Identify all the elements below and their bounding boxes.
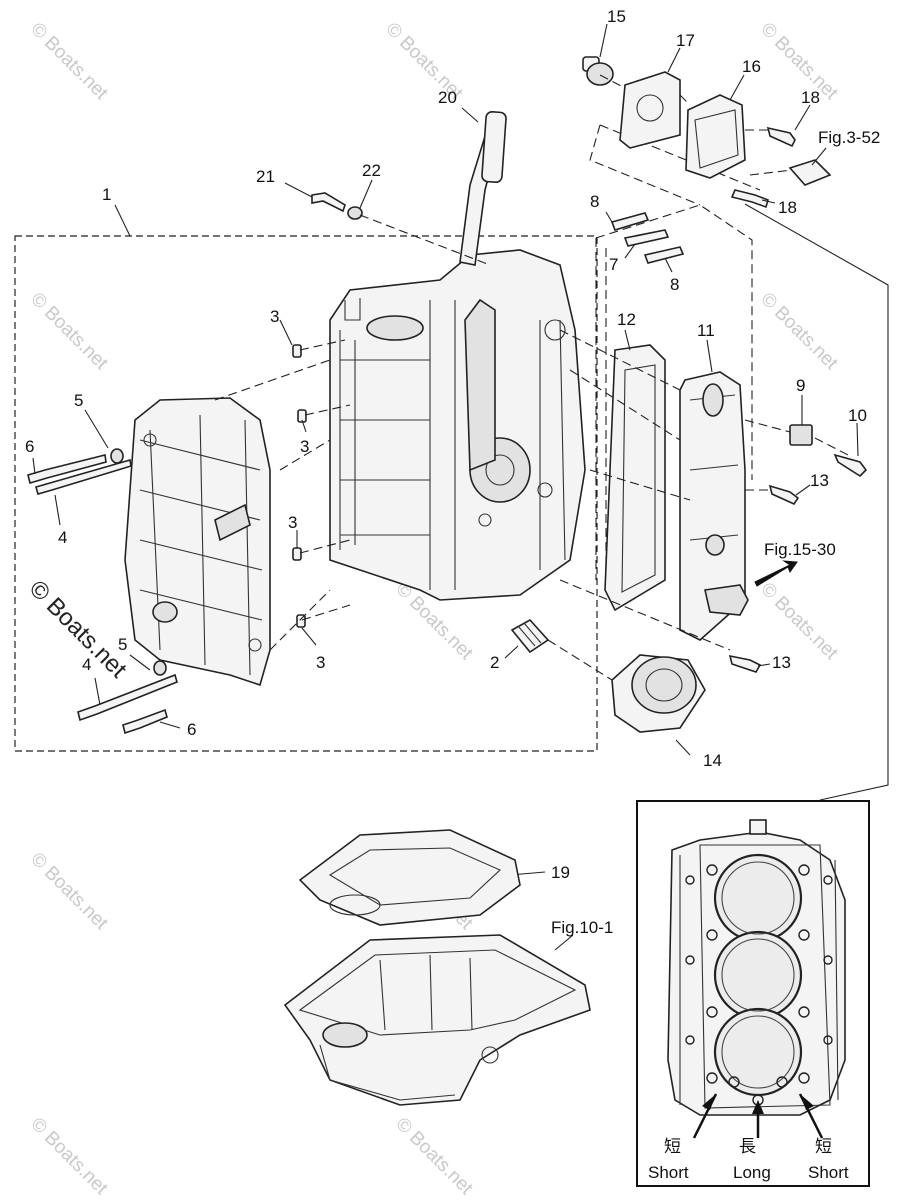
exhaust-cover-11: [679, 371, 749, 641]
callout-8: 8: [670, 275, 679, 294]
callout-labels: 1 2 3 3 3 3 4 4 5 5 6 6 7 8 8 9 10 11 12…: [25, 7, 867, 882]
callout-4: 4: [58, 528, 67, 547]
crankcase: [124, 397, 271, 687]
crankcase-assembly-box: [14, 235, 598, 752]
watermark-large: © Boats.net: [24, 575, 132, 683]
callout-6: 6: [25, 437, 34, 456]
inset-label-short: Short: [648, 1163, 689, 1182]
dowel-pin: [297, 409, 307, 423]
oil-pan-gasket-19: [298, 829, 521, 926]
watermark: © Boats.net: [756, 289, 842, 375]
watermark: © Boats.net: [26, 289, 112, 375]
pin-8: [610, 212, 650, 231]
watermark: © Boats.net: [26, 1114, 112, 1200]
pin-8: [643, 246, 685, 264]
callout-3: 3: [316, 653, 325, 672]
leader-lines: [32, 23, 859, 951]
callout-1: 1: [102, 185, 111, 204]
callout-12: 12: [617, 310, 636, 329]
figure-ref-15-30: Fig.15-30: [764, 540, 836, 559]
figure-ref-10-1: Fig.10-1: [551, 918, 613, 937]
watermark: © Boats.net: [756, 579, 842, 665]
figure-ref-3-52: Fig.3-52: [818, 128, 880, 147]
alignment-lines: [214, 74, 849, 681]
callout-8: 8: [590, 192, 599, 211]
watermark: © Boats.net: [26, 849, 112, 935]
watermark: © Boats.net: [26, 19, 112, 105]
callout-11: 11: [697, 321, 715, 340]
exhaust-guide-fig-10-1: [283, 934, 591, 1106]
inset-label-short-cjk: 短: [815, 1137, 832, 1157]
pin-7: [623, 229, 670, 247]
inset-label-short: Short: [808, 1163, 849, 1182]
sensor-fig-3-52: [788, 159, 832, 186]
gasket-bolt-inset: [636, 800, 870, 1187]
gasket-17: [619, 71, 681, 149]
thermostat-cover-16: [685, 94, 746, 179]
callout-7: 7: [609, 255, 618, 274]
callout-18: 18: [801, 88, 820, 107]
callout-17: 17: [676, 31, 695, 50]
direction-arrow: [754, 560, 798, 587]
inset-reference-line: [744, 203, 889, 801]
callout-18: 18: [778, 198, 797, 217]
watermark: © Boats.net: [391, 1114, 477, 1200]
inset-label-long: Long: [733, 1163, 771, 1182]
oil-filter-14: [611, 654, 706, 733]
dowel-pin: [292, 344, 302, 358]
callout-19: 19: [551, 863, 570, 882]
callout-2: 2: [490, 653, 499, 672]
gasket-12: [604, 344, 666, 612]
callout-5: 5: [118, 635, 127, 654]
callout-3: 3: [288, 513, 297, 532]
callout-22: 22: [362, 161, 381, 180]
dowel-pin: [296, 614, 306, 628]
callout-3: 3: [300, 437, 309, 456]
gasket-frame-lines: [595, 204, 753, 590]
cylinder-block: [329, 249, 586, 601]
callout-16: 16: [742, 57, 761, 76]
watermark: © Boats.net: [756, 19, 842, 105]
callout-9: 9: [796, 376, 805, 395]
callout-15: 15: [607, 7, 626, 26]
bolts: [27, 126, 868, 735]
callout-5: 5: [74, 391, 83, 410]
callout-14: 14: [703, 751, 722, 770]
callout-13: 13: [810, 471, 829, 490]
callout-21: 21: [256, 167, 275, 186]
callout-3: 3: [270, 307, 279, 326]
callout-10: 10: [848, 406, 867, 425]
thermostat-15: [582, 56, 614, 86]
inset-label-long-cjk: 長: [739, 1137, 756, 1157]
callout-4: 4: [82, 655, 91, 674]
part-9: [789, 424, 813, 446]
inset-label-short-cjk: 短: [664, 1137, 681, 1157]
dowel-pin: [292, 547, 302, 561]
callout-6: 6: [187, 720, 196, 739]
callout-20: 20: [438, 88, 457, 107]
callout-13: 13: [772, 653, 791, 672]
